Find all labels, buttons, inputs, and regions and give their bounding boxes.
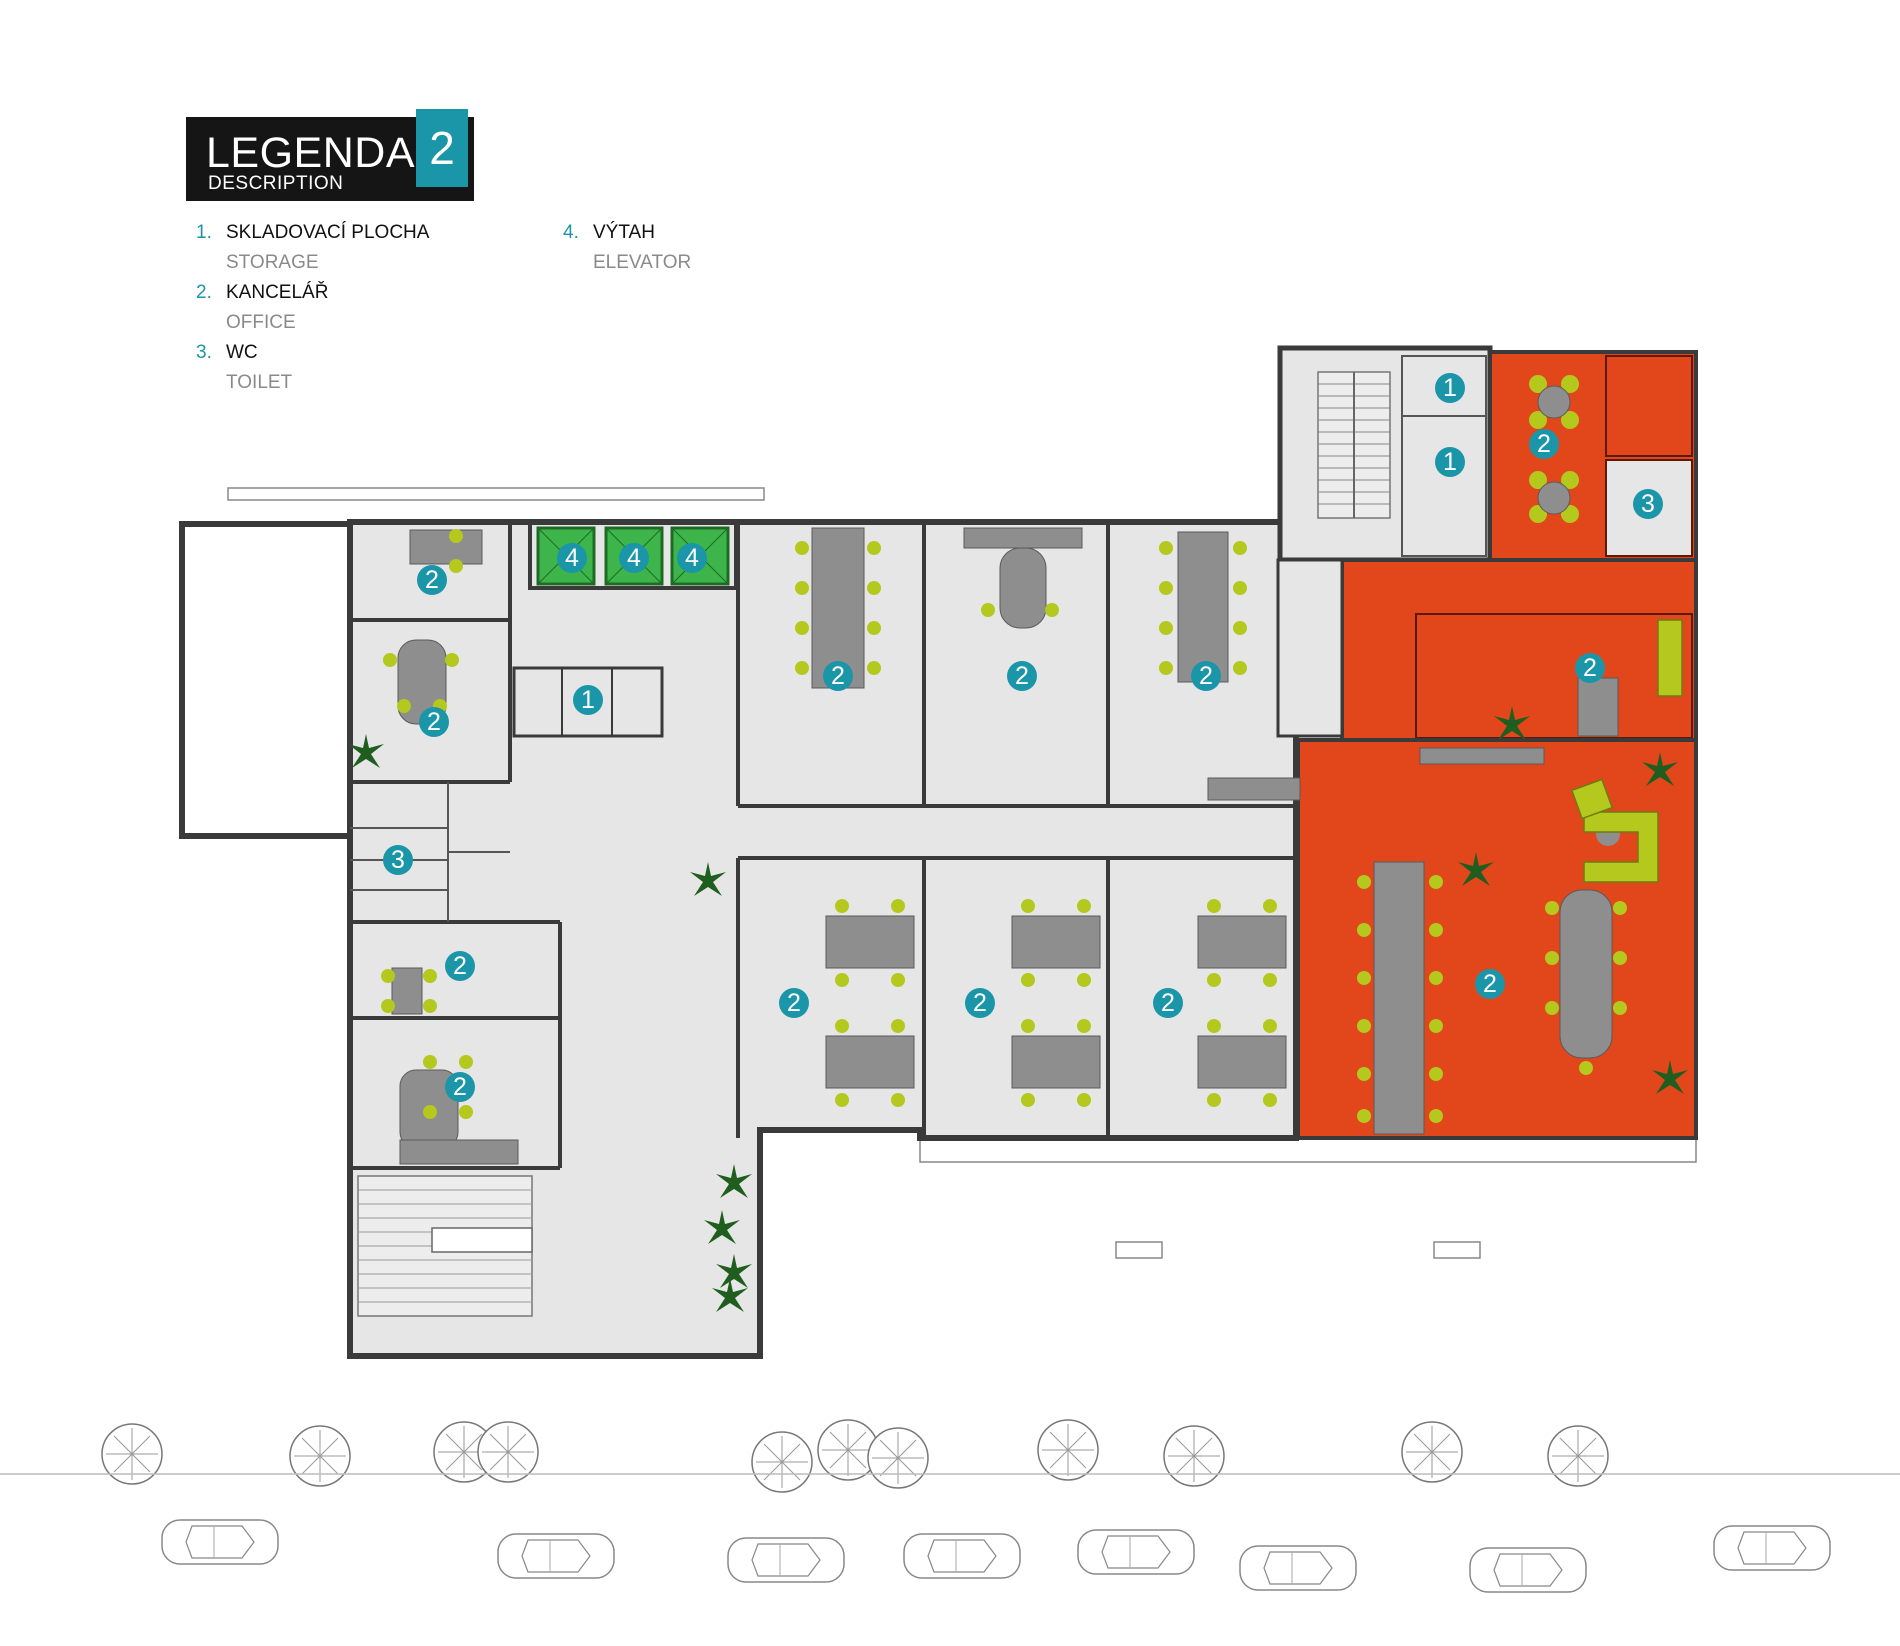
room-marker: 2	[453, 952, 467, 980]
trees	[101, 1419, 1609, 1493]
room-marker: 1	[1443, 448, 1457, 476]
room-marker: 2	[787, 989, 801, 1017]
room-marker: 2	[1015, 662, 1029, 690]
room-marker: 2	[1583, 654, 1597, 682]
room-marker: 4	[627, 544, 641, 572]
round-table	[1537, 385, 1571, 419]
room-marker: 2	[453, 1073, 467, 1101]
room-marker: 2	[425, 566, 439, 594]
chairs	[381, 375, 1627, 1123]
room-marker: 2	[831, 662, 845, 690]
armchair	[1570, 778, 1614, 820]
room-marker: 3	[391, 846, 405, 874]
room-markers: 2 4 4 4 2 1 3 2 2 2 2 2 2 2 2 1 1 2 3 2 …	[383, 373, 1663, 1102]
legend-title: LEGENDA	[206, 129, 416, 177]
stairs-north	[1317, 371, 1391, 519]
legend-header: LEGENDA DESCRIPTION 2	[186, 109, 474, 201]
room-marker: 2	[427, 708, 441, 736]
room-marker: 1	[1443, 374, 1457, 402]
round-table	[1537, 481, 1571, 515]
room-marker: 3	[1641, 490, 1655, 518]
room-marker: 2	[973, 989, 987, 1017]
sofa	[1657, 619, 1683, 697]
adjacent-building-outline	[179, 521, 353, 839]
room-marker: 4	[565, 544, 579, 572]
room-marker: 2	[1161, 989, 1175, 1017]
room-marker: 2	[1483, 970, 1497, 998]
parked-cars	[161, 1519, 1831, 1593]
floor-number-badge: 2	[416, 109, 468, 187]
legend-subtitle: DESCRIPTION	[208, 173, 344, 194]
bench	[1115, 1241, 1163, 1259]
sofa	[1583, 811, 1659, 883]
stairs-south	[357, 1175, 533, 1317]
room-marker: 2	[1199, 662, 1213, 690]
room-marker: 4	[685, 544, 699, 572]
rented-openspace	[1296, 738, 1698, 1140]
balcony	[227, 487, 765, 501]
bench	[1433, 1241, 1481, 1259]
desks	[391, 527, 1619, 1165]
room-marker: 1	[581, 686, 595, 714]
room-marker: 2	[1537, 430, 1551, 458]
